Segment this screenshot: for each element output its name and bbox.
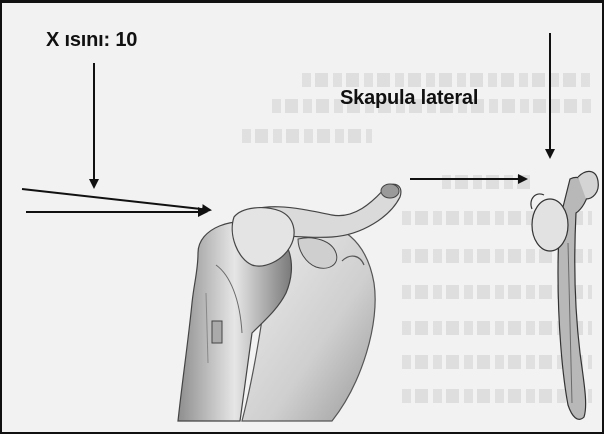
anatomy-diagram <box>2 3 604 434</box>
shoulder-anatomy-illustration <box>178 184 401 421</box>
xray-label: X ısını: 10 <box>46 29 137 52</box>
scapula-lateral-label: Skapula lateral <box>340 87 478 110</box>
scapula-lateral-illustration <box>531 171 598 419</box>
xray-oblique-arrow-upper <box>22 189 210 210</box>
